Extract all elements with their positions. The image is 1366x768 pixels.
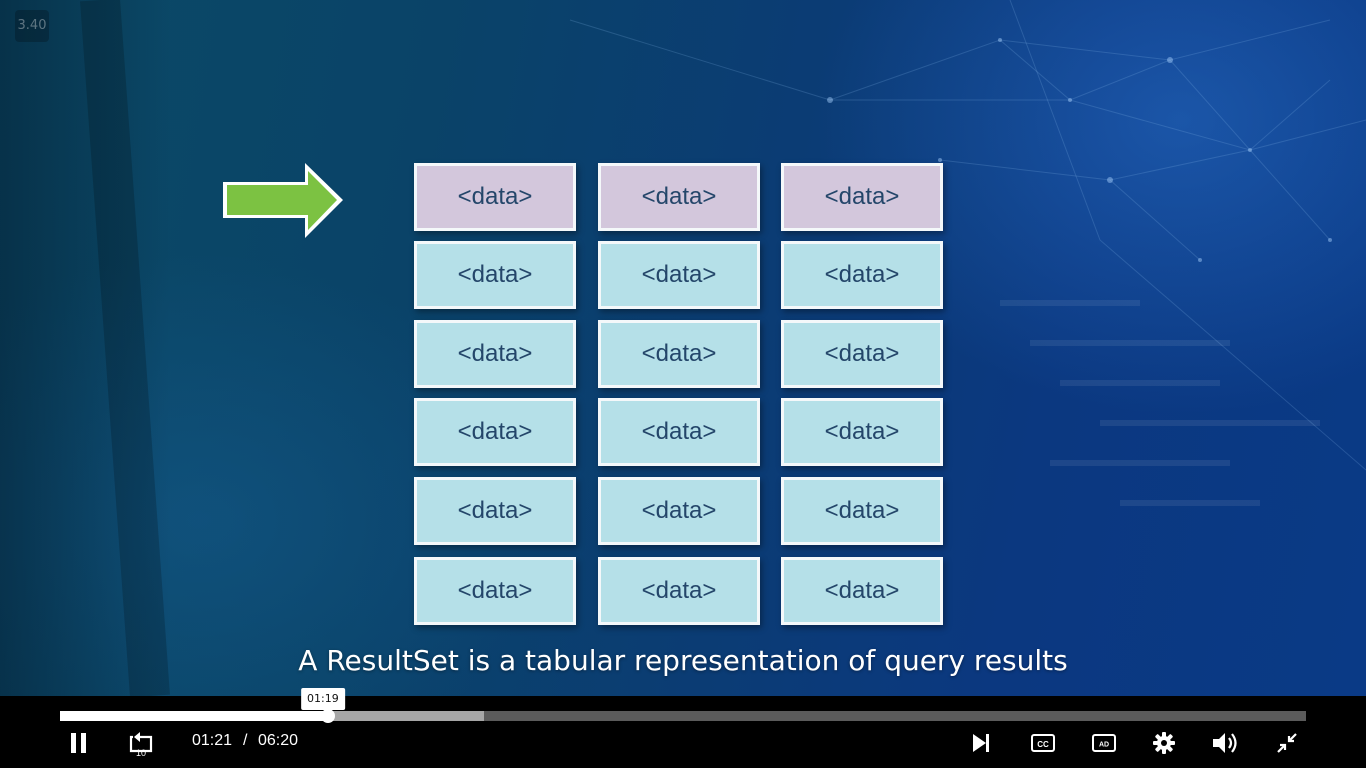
table-cell: <data> <box>414 477 576 545</box>
table-header-cell: <data> <box>598 163 760 231</box>
slide-caption: A ResultSet is a tabular representation … <box>298 644 1068 677</box>
network-background-graphic <box>80 0 1366 696</box>
rewind-seconds-label: 10 <box>136 748 146 757</box>
table-cell: <data> <box>781 398 943 466</box>
duration: 06:20 <box>258 732 299 749</box>
green-arrow-fill <box>227 171 337 230</box>
gear-icon <box>1153 732 1175 754</box>
table-cell: <data> <box>598 557 760 625</box>
table-cell: <data> <box>781 557 943 625</box>
table-cell: <data> <box>781 477 943 545</box>
table-cell: <data> <box>781 241 943 309</box>
time-separator: / <box>243 732 248 749</box>
rewind-10-button[interactable]: 10 <box>126 728 156 758</box>
pause-button[interactable] <box>64 728 94 758</box>
rewind-10-icon: 10 <box>129 732 153 757</box>
exit-fullscreen-button[interactable] <box>1272 728 1302 758</box>
closed-captions-button[interactable]: CC <box>1028 728 1058 758</box>
exit-fullscreen-icon <box>1277 733 1297 753</box>
table-header-cell: <data> <box>414 163 576 231</box>
slide-number-badge: 3.40 <box>15 10 49 42</box>
settings-button[interactable] <box>1149 728 1179 758</box>
progress-bar[interactable] <box>60 711 1306 721</box>
progress-played <box>60 711 328 721</box>
table-cell: <data> <box>598 241 760 309</box>
player-controls-bar: 01:19 10 01:21 / 06:20 CC AD <box>0 688 1366 768</box>
table-cell: <data> <box>598 320 760 388</box>
table-cell: <data> <box>781 320 943 388</box>
table-cell: <data> <box>414 398 576 466</box>
green-arrow-icon <box>223 163 343 238</box>
table-header-cell: <data> <box>781 163 943 231</box>
pause-icon <box>71 733 86 753</box>
background-shade <box>0 0 170 696</box>
audio-description-icon: AD <box>1092 734 1116 752</box>
table-cell: <data> <box>598 398 760 466</box>
closed-captions-icon: CC <box>1031 734 1055 752</box>
hover-time-tooltip: 01:19 <box>301 688 345 710</box>
volume-button[interactable] <box>1209 728 1241 758</box>
captions-label: CC <box>1037 740 1049 749</box>
volume-icon <box>1213 733 1237 753</box>
skip-next-icon <box>973 734 989 752</box>
table-cell: <data> <box>598 477 760 545</box>
progress-scrub-handle[interactable] <box>320 709 335 723</box>
current-time: 01:21 <box>192 732 233 749</box>
video-frame[interactable]: 3.40 <data> <data> <data> <data> <data> <data… <box>0 0 1366 696</box>
audio-description-label: AD <box>1099 742 1109 749</box>
audio-description-button[interactable]: AD <box>1089 728 1119 758</box>
table-cell: <data> <box>414 241 576 309</box>
table-cell: <data> <box>414 557 576 625</box>
table-cell: <data> <box>414 320 576 388</box>
next-button[interactable] <box>966 728 996 758</box>
